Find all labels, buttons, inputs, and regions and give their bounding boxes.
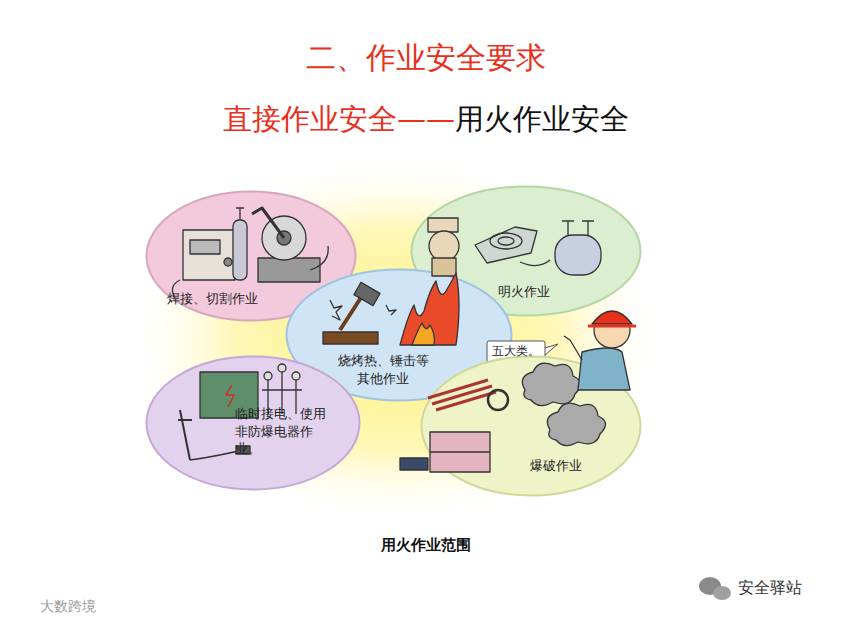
subtitle-row: 直接作业安全——用火作业安全 [0,100,852,140]
node-label: 五大类。 [490,343,542,360]
watermark: 安全驿站 [738,578,802,599]
watermark: 大数跨境 [40,598,96,616]
title: 二、作业安全要求 [0,38,852,79]
node-label: 明火作业 [498,283,588,301]
subtitle-part: 用火作业安全 [455,102,629,136]
subtitle-part: 直接作业安全—— [223,102,455,136]
node-label: 爆破作业 [530,457,610,475]
node-label: 烧烤热、锤击等其他作业 [333,352,433,387]
node-label: 临时接电、使用非防爆电器作业。 [235,405,337,458]
node-label: 焊接、切割作业 [167,290,297,308]
caption: 用火作业范围 [0,536,852,555]
